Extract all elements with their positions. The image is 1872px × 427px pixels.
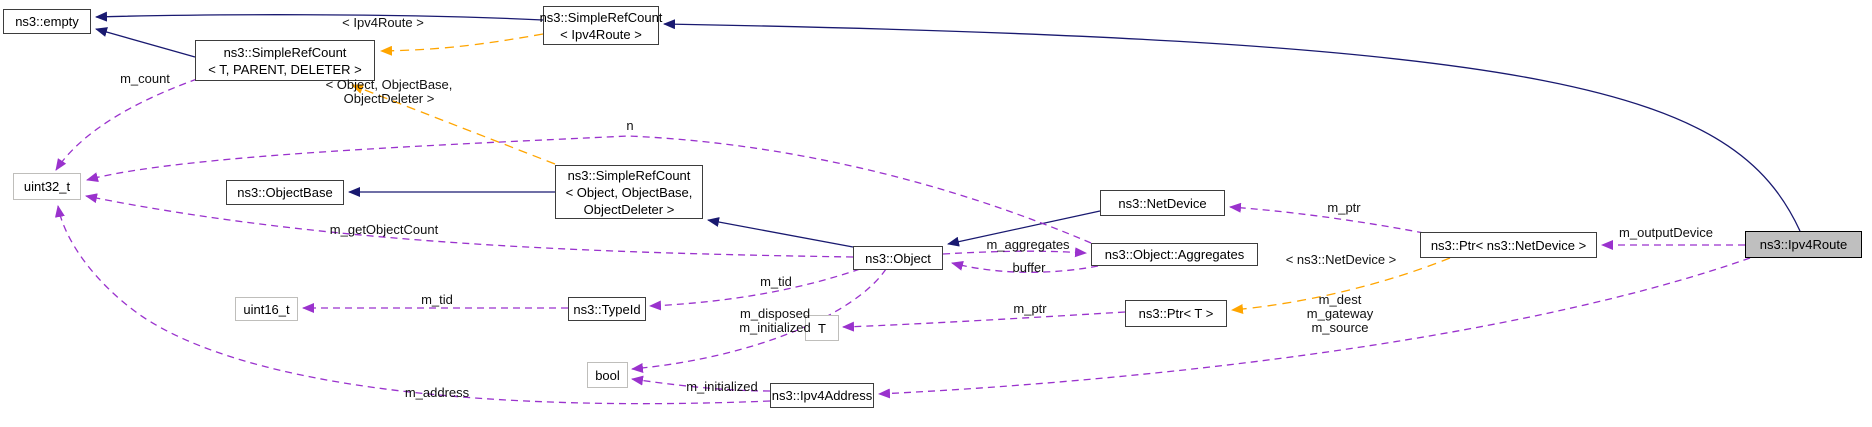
edge-inherit-object-srcood bbox=[707, 217, 854, 248]
node-bool: bool bbox=[587, 362, 628, 388]
node-simplerefcount-ipv4route[interactable]: ns3::SimpleRefCount < Ipv4Route > bbox=[540, 6, 662, 45]
node-ns3-objectbase[interactable]: ns3::ObjectBase bbox=[226, 180, 344, 205]
node-ns3-empty[interactable]: ns3::empty bbox=[3, 9, 91, 34]
node-simplerefcount-object-objectbase-objectdeleter[interactable]: ns3::SimpleRefCount < Object, ObjectBase… bbox=[555, 165, 703, 219]
node-ns3-typeid[interactable]: ns3::TypeId bbox=[568, 297, 646, 321]
edge-usage-maggregates bbox=[942, 247, 1087, 258]
edge-inherit-netdevice-object bbox=[947, 210, 1101, 247]
edge-usage-n bbox=[86, 135, 1092, 244]
node-simplerefcount-t-parent-deleter[interactable]: ns3::SimpleRefCount < T, PARENT, DELETER… bbox=[195, 40, 375, 81]
node-t: T bbox=[805, 315, 839, 341]
edge-usage-mgetobjectcount bbox=[85, 193, 854, 258]
edge-usage-minitialized-ipv4address-bool bbox=[631, 375, 771, 392]
edge-inherit-srcipv4route-empty bbox=[95, 11, 544, 22]
edge-template-srcood-srctpd bbox=[351, 84, 556, 165]
edge-template-srcipv4route-srctpd bbox=[380, 33, 544, 56]
node-ns3-netdevice[interactable]: ns3::NetDevice bbox=[1100, 190, 1225, 216]
edge-usage-maddress bbox=[54, 205, 771, 405]
edge-usage-mptr-ptrnetdevice-netdevice bbox=[1229, 202, 1425, 234]
node-ns3-ipv4route-current: ns3::Ipv4Route bbox=[1745, 231, 1862, 258]
edge-inherit-ipv4route-srcipv4route bbox=[663, 19, 1801, 232]
node-ns3-object[interactable]: ns3::Object bbox=[853, 246, 943, 270]
node-ns3-ipv4address[interactable]: ns3::Ipv4Address bbox=[770, 383, 874, 408]
node-uint16-t: uint16_t bbox=[235, 297, 298, 321]
node-ns3-object-aggregates[interactable]: ns3::Object::Aggregates bbox=[1091, 243, 1258, 266]
edge-inherit-srctpd-empty bbox=[95, 27, 196, 58]
edge-usage-mdisposed-object-bool bbox=[631, 268, 887, 373]
edge-usage-mdest-mgateway-msource bbox=[878, 257, 1751, 399]
edge-template-ptrnetdevice-ptrt bbox=[1231, 257, 1451, 315]
node-ns3-ptr-netdevice[interactable]: ns3::Ptr< ns3::NetDevice > bbox=[1420, 232, 1597, 258]
edge-usage-mtid-object-typeid bbox=[649, 268, 861, 311]
edge-usage-buffer bbox=[951, 260, 1099, 273]
node-ns3-ptr-t[interactable]: ns3::Ptr< T > bbox=[1125, 300, 1227, 327]
edge-usage-mcount bbox=[55, 78, 198, 171]
edge-usage-mptr-ptrt-t bbox=[842, 311, 1126, 332]
node-uint32-t: uint32_t bbox=[13, 173, 81, 200]
